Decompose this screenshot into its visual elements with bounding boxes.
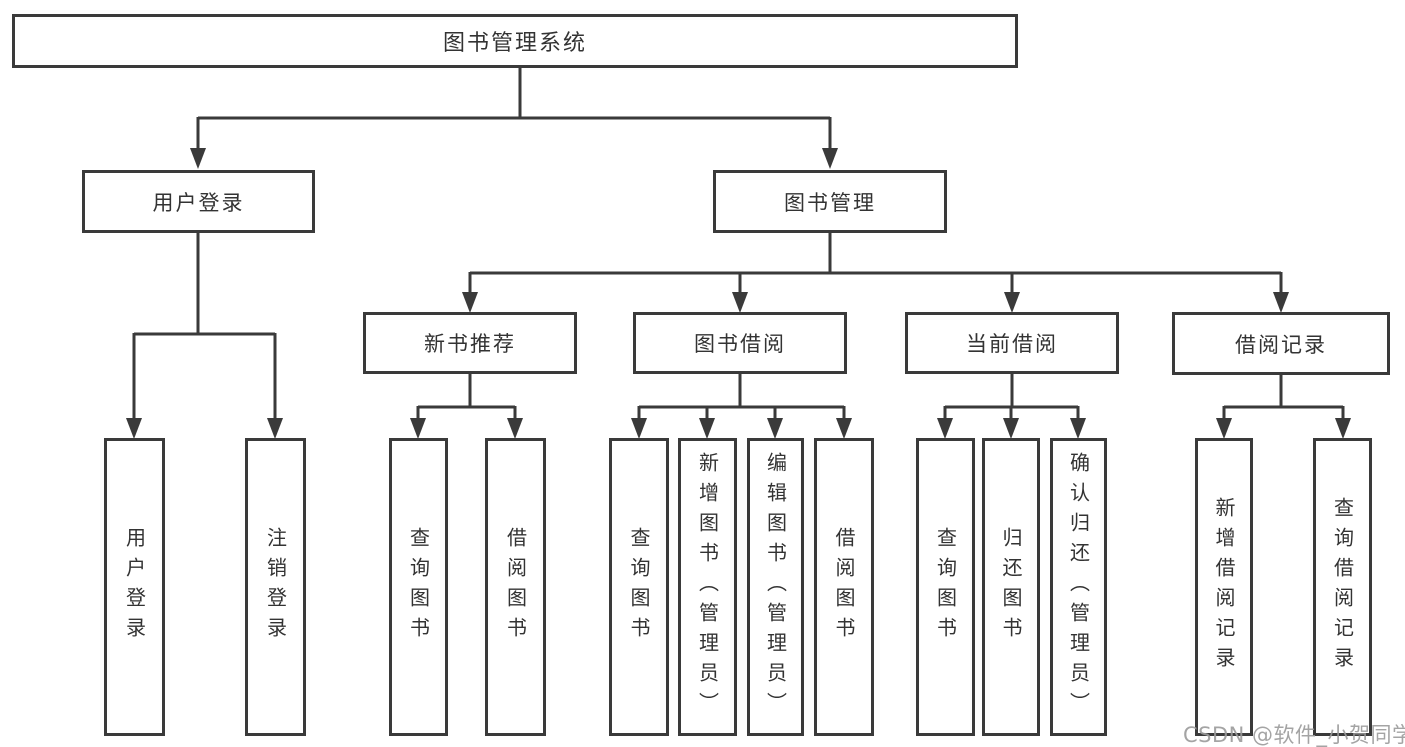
node-cb-confirm-return-admin: 确认归还（管理员）: [1050, 438, 1107, 736]
node-book-management: 图书管理: [713, 170, 947, 233]
arrowhead-icon: [462, 292, 478, 313]
node-user-login: 用户登录: [82, 170, 315, 233]
node-br-add-borrow-record: 新增借阅记录: [1195, 438, 1253, 736]
arrowhead-icon: [937, 418, 953, 439]
node-book-borrow: 图书借阅: [633, 312, 847, 374]
arrowhead-icon: [1335, 418, 1351, 439]
arrowhead-icon: [822, 148, 838, 169]
arrowhead-icon: [507, 418, 523, 439]
connector-root-to-level2: [196, 68, 832, 152]
arrowhead-icon: [836, 418, 852, 439]
node-ul-logout: 注销登录: [245, 438, 306, 736]
arrowhead-icon: [1216, 418, 1232, 439]
arrowhead-icon: [267, 418, 283, 439]
connector-book-mgmt-children: [468, 233, 1283, 296]
node-current-borrow: 当前借阅: [905, 312, 1119, 374]
arrowhead-icon: [190, 148, 206, 169]
arrowhead-icon: [1003, 418, 1019, 439]
node-bb-borrow-books: 借阅图书: [814, 438, 874, 736]
connector-current-borrow-children: [943, 374, 1080, 422]
node-nb-query-books: 查询图书: [389, 438, 448, 736]
node-bb-query-books: 查询图书: [609, 438, 669, 736]
arrowhead-icon: [767, 418, 783, 439]
arrowhead-icon: [1273, 292, 1289, 313]
arrowhead-icon: [631, 418, 647, 439]
connector-new-book-rec-children: [416, 374, 517, 422]
arrowhead-icon: [126, 418, 142, 439]
node-cb-return-books: 归还图书: [982, 438, 1040, 736]
arrowhead-icon: [410, 418, 426, 439]
arrowhead-icon: [1070, 418, 1086, 439]
node-ul-user-login: 用户登录: [104, 438, 165, 736]
arrowhead-icon: [732, 292, 748, 313]
node-br-query-borrow-record: 查询借阅记录: [1313, 438, 1372, 736]
arrowhead-icon: [1004, 292, 1020, 313]
node-borrow-records: 借阅记录: [1172, 312, 1390, 375]
node-nb-borrow-books: 借阅图书: [485, 438, 546, 736]
node-bb-edit-books-admin: 编辑图书（管理员）: [747, 438, 804, 736]
connector-book-borrow-children: [637, 374, 846, 422]
watermark: CSDN @软件_小贺同学: [1183, 723, 1405, 747]
node-bb-add-books-admin: 新增图书（管理员）: [678, 438, 737, 736]
arrowhead-icon: [699, 418, 715, 439]
node-new-book-recommend: 新书推荐: [363, 312, 577, 374]
node-cb-query-books: 查询图书: [916, 438, 975, 736]
node-root: 图书管理系统: [12, 14, 1018, 68]
connector-user-login-children: [132, 233, 277, 422]
connector-borrow-records-children: [1222, 375, 1345, 422]
